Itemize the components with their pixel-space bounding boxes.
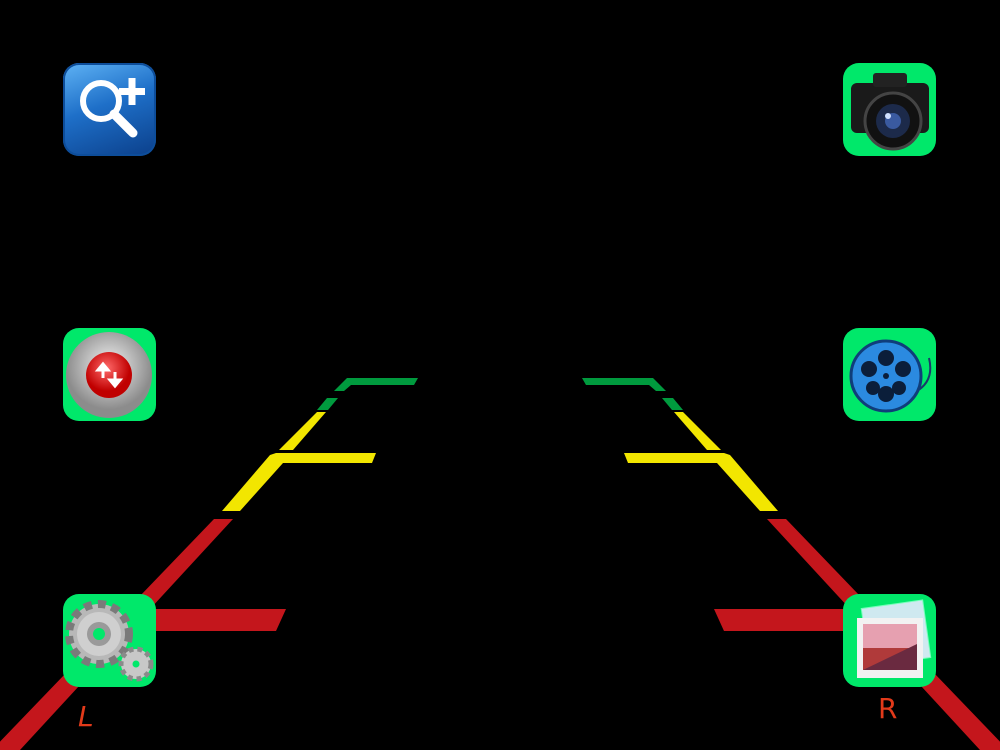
film-reel-icon — [849, 339, 932, 413]
guide-mid-yellow-bar — [222, 453, 376, 511]
settings-button[interactable] — [63, 594, 156, 687]
guide-mid-yellow-bar — [624, 453, 778, 511]
video-button[interactable] — [843, 328, 936, 421]
camera-button[interactable] — [843, 63, 936, 156]
guide-near-red-bar — [150, 609, 286, 631]
zoom-in-button[interactable] — [63, 63, 156, 156]
gallery-button[interactable] — [843, 594, 936, 687]
guide-far-green-bar — [582, 378, 666, 391]
guide-mid-yellow-segment — [674, 412, 721, 450]
guide-near-red-bar — [714, 609, 850, 631]
guide-far-green-bar — [334, 378, 418, 391]
left-side-label: L — [78, 700, 94, 733]
guide-far-green-segment — [317, 398, 338, 410]
rotate-button[interactable] — [63, 328, 156, 421]
left-guide — [0, 378, 418, 750]
guide-mid-yellow-segment — [279, 412, 326, 450]
guide-far-green-segment — [662, 398, 683, 410]
zoom-in-icon — [80, 78, 145, 138]
right-guide — [582, 378, 1000, 750]
gear-icon — [65, 600, 154, 682]
rotate-icon — [66, 332, 152, 418]
camera-icon — [851, 73, 929, 151]
right-side-label: R — [878, 692, 898, 725]
photo-gallery-icon — [857, 599, 932, 678]
